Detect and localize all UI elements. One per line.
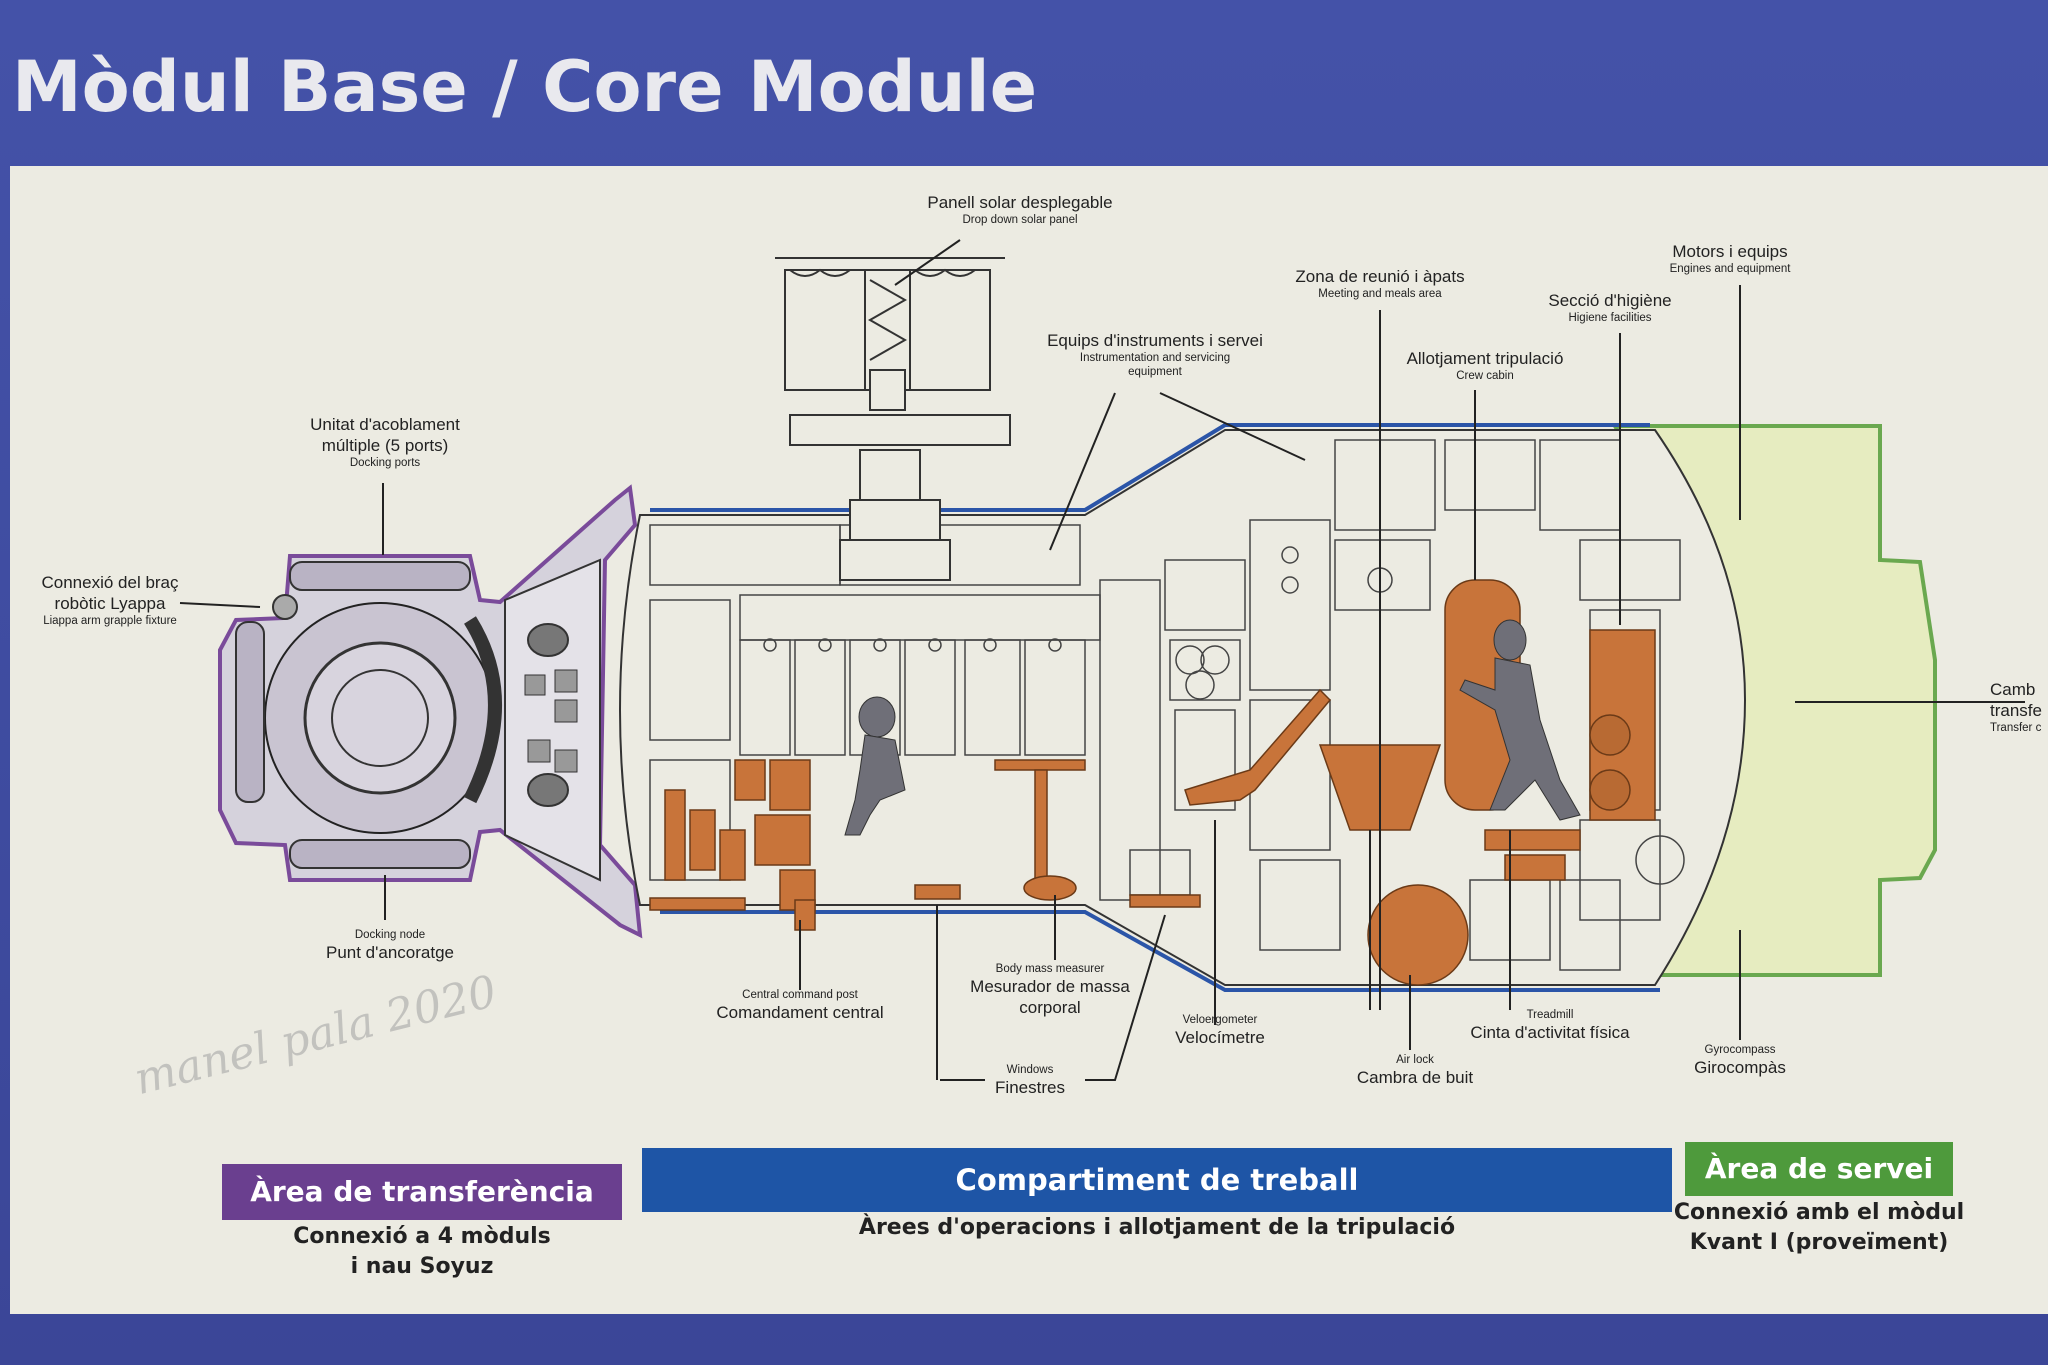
crew-figures xyxy=(844,619,1581,836)
solar-panel-mast xyxy=(775,257,1011,581)
orange-equipment xyxy=(649,579,1656,986)
area-service-band: Àrea de servei xyxy=(1685,1142,1953,1196)
area-work-description: Àrees d'operacions i allotjament de la t… xyxy=(858,1215,1456,1240)
area-work-band: Compartiment de treball xyxy=(642,1148,1672,1212)
page-title: Mòdul Base / Core Module xyxy=(12,46,1038,128)
area-transfer-band: Àrea de transferència xyxy=(222,1164,622,1220)
